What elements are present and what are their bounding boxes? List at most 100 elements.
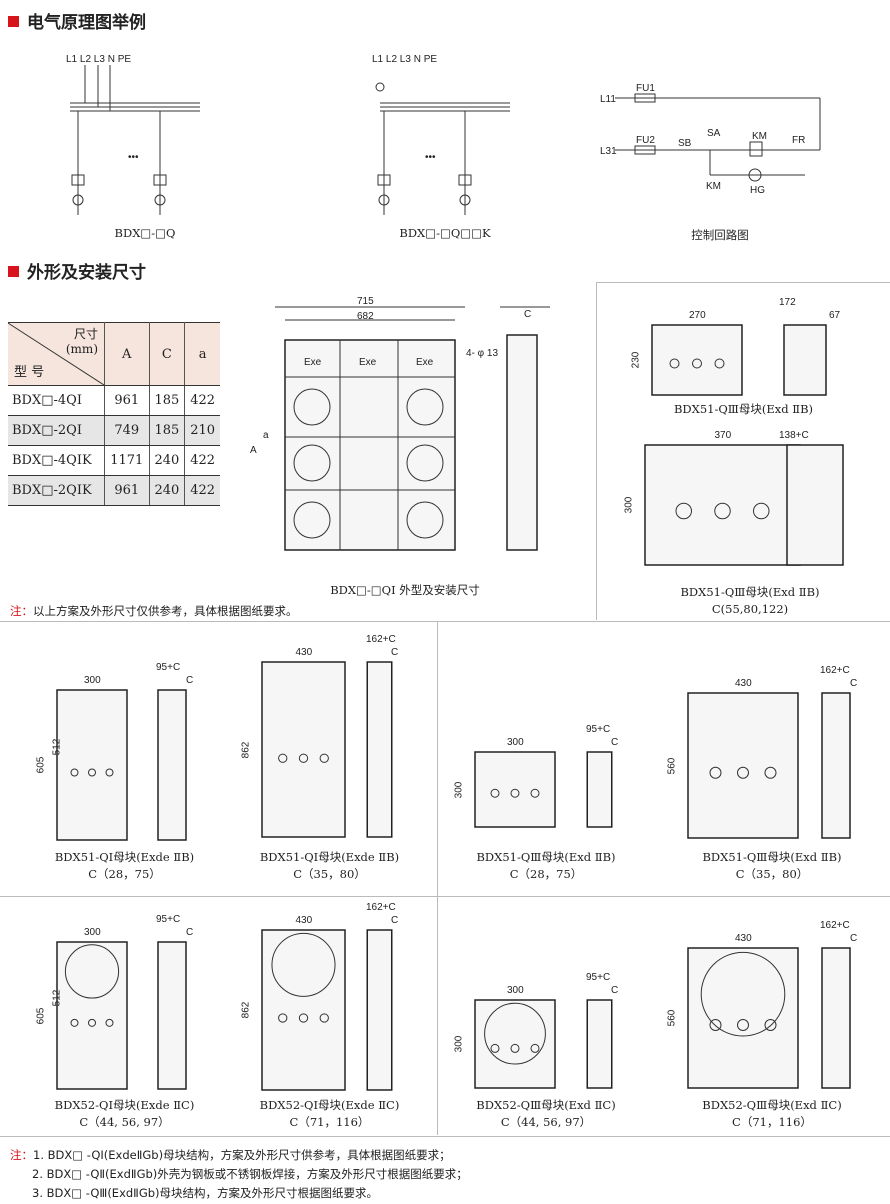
panel-caption: BDX51-QⅢ母块(Exd ⅡB) (673, 402, 814, 416)
enclosure-side-view (366, 661, 393, 838)
panel-subcaption: C（35，80） (735, 867, 809, 881)
panel-subcaption: C（28，75） (509, 867, 583, 881)
width-dimension: 300 (507, 737, 524, 748)
panel-subcaption: C（71，116） (289, 1115, 370, 1129)
divider (0, 621, 890, 622)
width-dimension: 300 (84, 675, 101, 686)
width-dimension: 430 (295, 915, 313, 926)
section-title-schematic: 电气原理图举例 (8, 8, 146, 33)
height-dimension: 605 (35, 1007, 47, 1024)
divider (596, 282, 597, 620)
schematic-a (70, 65, 200, 215)
inner-height-dimension: 512 (51, 989, 63, 1006)
panel-subcaption: C（44, 56, 97） (79, 1115, 170, 1129)
height-dimension: 300 (453, 1035, 465, 1053)
depth-c-dimension: C (391, 647, 399, 658)
main-enclosure-drawing (275, 306, 550, 551)
caption-main-drawing: BDX□-□QI 外型及安装尺寸 (330, 583, 480, 597)
enclosure-side-view (783, 324, 827, 396)
enclosure-side-view (366, 929, 393, 1091)
height-dimension: 862 (240, 741, 252, 758)
depth-dimension: 162+C (820, 665, 850, 676)
depth-dimension: 138+C (779, 430, 809, 441)
red-square-icon (8, 266, 19, 277)
panel-caption: BDX52-QⅢ母块(Exd ⅡC) (476, 1098, 616, 1112)
enclosure-front-view (474, 751, 556, 828)
depth-dimension: 95+C (586, 724, 611, 735)
divider (0, 1136, 890, 1137)
width-dimension: 370 (714, 430, 732, 441)
schematic-b (375, 82, 510, 215)
depth-dimension: 162+C (820, 920, 850, 931)
width-dimension: 430 (735, 933, 752, 944)
enclosure-front-view (651, 324, 743, 396)
enclosure-front-view (474, 999, 556, 1089)
depth-c-dimension: C (186, 927, 194, 938)
panel-caption: BDX51-QⅢ母块(Exd ⅡB) (476, 850, 616, 864)
enclosure-front-view (644, 444, 801, 566)
enclosure-front-view (261, 661, 346, 838)
enclosure-side-view (821, 692, 851, 839)
panel-caption: BDX52-QⅢ母块(Exd ⅡC) (702, 1098, 842, 1112)
panel-subcaption: C(55,80,122) (711, 602, 789, 616)
section-title-dimension: 外形及安装尺寸 (8, 258, 146, 283)
height-dimension: 560 (666, 757, 678, 774)
depth-c-dimension: C (186, 675, 194, 686)
height-dimension: 862 (240, 1001, 252, 1019)
notes: 注：1. BDX□ -QⅠ(ExdeⅡGb)母块结构，方案及外形尺寸供参考，具体… (10, 1148, 468, 1200)
depth-c-dimension: 67 (829, 310, 841, 321)
depth-dimension: 172 (779, 297, 796, 308)
depth-dimension: 95+C (586, 972, 611, 983)
width-dimension: 430 (295, 647, 313, 658)
note-1: 注：以上方案及外形尺寸仅供参考，具体根据图纸要求。 (10, 604, 298, 618)
depth-c-dimension: C (611, 737, 619, 748)
divider (0, 896, 890, 897)
inner-height-dimension: 512 (51, 738, 63, 756)
caption-control: 控制回路图 (691, 228, 749, 242)
enclosure-side-view (586, 751, 613, 828)
panel-subcaption: C（71，116） (732, 1115, 812, 1129)
enclosure-front-view (56, 941, 128, 1090)
height-dimension: 300 (623, 496, 635, 514)
depth-c-dimension: C (611, 985, 619, 996)
height-dimension: 300 (453, 781, 465, 798)
caption-schematic-b: BDX□-□Q□□K (399, 226, 491, 240)
enclosure-front-view (687, 947, 799, 1089)
enclosure-front-view (687, 692, 799, 839)
height-dimension: 230 (630, 351, 642, 369)
depth-dimension: 162+C (366, 902, 396, 913)
panel-subcaption: C（35，80） (293, 867, 366, 881)
panel-caption: BDX52-QⅠ母块(Exde ⅡC) (54, 1098, 195, 1112)
depth-dimension: 162+C (366, 634, 396, 645)
panel-subcaption: C（44, 56, 97） (500, 1115, 592, 1129)
width-dimension: 270 (689, 310, 706, 321)
depth-dimension: 95+C (156, 662, 181, 673)
height-dimension: 560 (666, 1009, 678, 1027)
enclosure-side-view (157, 941, 187, 1090)
divider (437, 621, 438, 1135)
ellipsis-dots: ••• (425, 152, 436, 163)
enclosure-side-view (786, 444, 844, 566)
ellipsis-dots: ••• (128, 152, 139, 163)
panel-caption: BDX51-QⅢ母块(Exd ⅡB) (702, 850, 842, 864)
phase-labels-b: L1 L2 L3 N PE (372, 54, 438, 65)
enclosure-front-view (56, 689, 128, 841)
enclosure-side-view (586, 999, 613, 1089)
height-dimension: 605 (35, 756, 47, 774)
enclosure-side-view (157, 689, 187, 841)
width-dimension: 430 (735, 678, 752, 689)
control-circuit (615, 93, 821, 182)
enclosure-front-view (261, 929, 346, 1091)
depth-c-dimension: C (850, 933, 858, 944)
panel-caption: BDX52-QⅠ母块(Exde ⅡC) (259, 1098, 400, 1112)
phase-labels-a: L1 L2 L3 N PE (66, 54, 132, 65)
width-dimension: 300 (507, 985, 524, 996)
panel-caption: BDX51-QⅠ母块(Exde ⅡB) (259, 850, 400, 864)
depth-c-dimension: C (391, 915, 399, 926)
